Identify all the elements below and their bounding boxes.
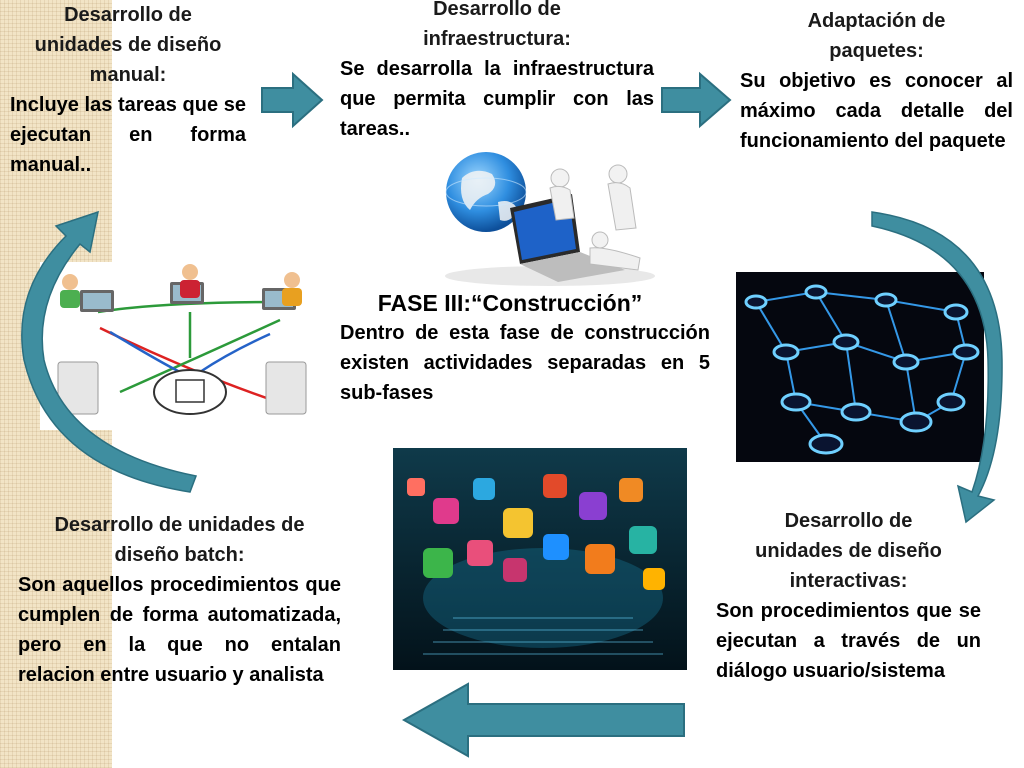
heading-infraestructura: Desarrollo de infraestructura: xyxy=(423,0,571,50)
block-batch: Desarrollo de unidades de diseño batch: … xyxy=(18,510,341,690)
app-icons-keyboard-image xyxy=(393,448,687,670)
heading-interactivas: Desarrollo de unidades de diseño interac… xyxy=(755,510,942,592)
block-interactivas: Desarrollo de unidades de diseño interac… xyxy=(716,506,981,686)
body-adaptacion: Su objetivo es conocer al máximo cada de… xyxy=(740,70,1013,152)
left-arrow-icon xyxy=(401,682,685,758)
block-fase: FASE III:“Construcción” Dentro de esta f… xyxy=(340,288,710,408)
globe-laptop-people-image xyxy=(440,148,662,288)
block-manual: Desarrollo de unidades de diseño manual:… xyxy=(10,0,246,180)
right-arrow-icon xyxy=(261,71,324,129)
glowing-network-image xyxy=(736,272,984,462)
heading-adaptacion: Adaptación de paquetes: xyxy=(807,10,946,62)
right-arrow-icon xyxy=(661,71,732,129)
body-infraestructura: Se desarrolla la infraestructura que per… xyxy=(340,58,654,140)
heading-manual: Desarrollo de unidades de diseño manual: xyxy=(34,4,222,86)
network-users-diagram-image xyxy=(40,262,320,430)
fase-title: FASE III:“Construcción” xyxy=(377,290,643,316)
body-manual: Incluye las tareas que se ejecutan en fo… xyxy=(10,94,246,176)
block-adaptacion: Adaptación de paquetes: Su objetivo es c… xyxy=(740,6,1013,156)
heading-batch: Desarrollo de unidades de diseño batch: xyxy=(54,514,305,566)
block-infraestructura: Desarrollo de infraestructura: Se desarr… xyxy=(340,0,654,144)
body-batch: Son aquellos procedimientos que cumplen … xyxy=(18,574,341,686)
body-interactivas: Son procedimientos que se ejecutan a tra… xyxy=(716,600,981,682)
body-fase: Dentro de esta fase de construcción exis… xyxy=(340,322,710,404)
